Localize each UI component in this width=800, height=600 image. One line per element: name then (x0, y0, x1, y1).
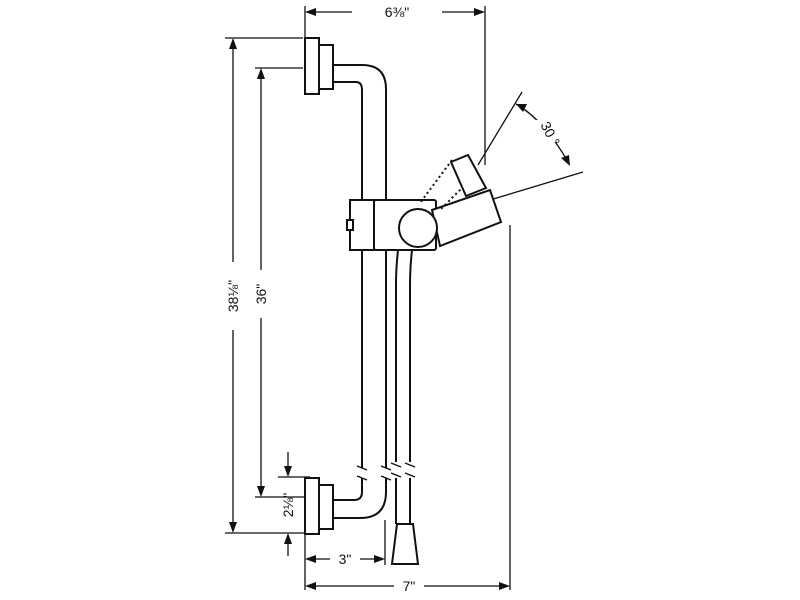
arrowhead-bottom (561, 155, 570, 166)
swivel-joint (398, 208, 438, 248)
arrowhead-top (257, 68, 265, 79)
shower-hose (390, 249, 420, 565)
dimension-bracket-offset: 2⅛" (280, 452, 296, 556)
slider-assembly (346, 153, 503, 251)
dimension-angle: 30 ° (477, 91, 570, 166)
arrowhead-left (305, 555, 316, 563)
arrowhead-bottom (284, 533, 292, 544)
arrowhead-right (374, 555, 385, 563)
top-bracket-collar (318, 44, 334, 90)
arrowhead-right (474, 8, 485, 16)
arrowhead-top (229, 38, 237, 49)
arrowhead-bottom (257, 486, 265, 497)
holder-arm (430, 188, 503, 248)
dim-label-top-width: 6⅜" (385, 4, 409, 20)
top-wall-flange (304, 37, 320, 95)
dimension-overall-height: 38⅛" (225, 38, 241, 533)
dim-label-bracket-offset: 2⅛" (280, 493, 296, 517)
bottom-bracket-collar (318, 484, 334, 530)
dim-label-wall-offset: 3" (339, 551, 352, 567)
arrowhead-left (305, 8, 316, 16)
arrowhead-bottom (229, 522, 237, 533)
top-wall-bracket (304, 37, 334, 95)
holder-tilted-position (449, 153, 488, 198)
dim-label-overall-height: 38⅛" (225, 280, 241, 312)
bottom-wall-bracket (304, 477, 334, 535)
arrowhead-left (305, 582, 316, 590)
dimension-rail-height: 36" (253, 68, 269, 497)
dimension-overall-depth: 7" (305, 578, 510, 594)
extension-lines (225, 6, 584, 590)
hose-connector (390, 523, 420, 565)
slide-rail (332, 64, 392, 519)
arrowhead-top (516, 104, 527, 112)
dimension-top-width: 6⅜" (305, 4, 485, 20)
dim-label-overall-depth: 7" (403, 578, 416, 594)
arrowhead-top (284, 466, 292, 477)
dimension-wall-offset: 3" (305, 551, 385, 567)
dim-label-rail-height: 36" (253, 284, 269, 305)
slider-release-button (346, 219, 354, 231)
arrowhead-right (499, 582, 510, 590)
bottom-wall-flange (304, 477, 320, 535)
